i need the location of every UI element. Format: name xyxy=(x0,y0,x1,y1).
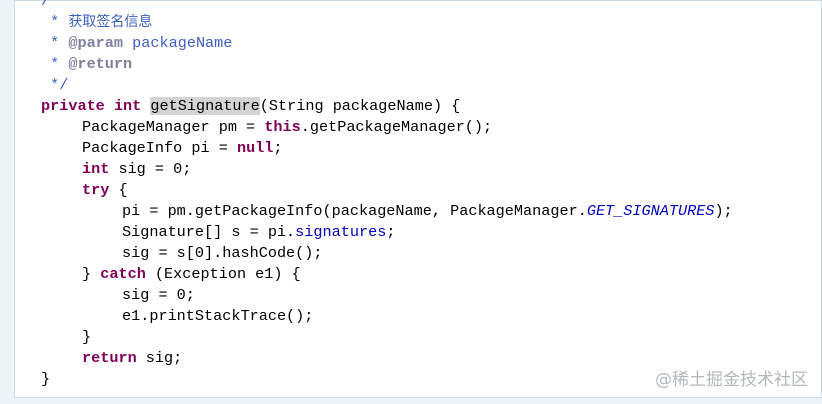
code-token: 获取签名信息 xyxy=(68,13,153,30)
code-token: } xyxy=(82,327,92,346)
code-token: sig; xyxy=(136,348,183,367)
code-token: int xyxy=(82,159,110,178)
code-line: */ xyxy=(41,75,68,96)
code-token: * xyxy=(41,33,69,52)
code-token: (Exception e1) { xyxy=(145,264,301,283)
code-token: @param xyxy=(68,33,124,52)
code-editor: /** * 获取签名信息 * @param packageName * @ret… xyxy=(14,0,822,398)
code-token: sig = 0; xyxy=(122,285,195,304)
code-token: int xyxy=(113,96,142,115)
code-line: int sig = 0; xyxy=(82,159,191,180)
code-token: ); xyxy=(714,201,733,220)
code-token: * xyxy=(41,12,69,31)
code-line: * @return xyxy=(41,54,132,75)
code-line: * @param packageName xyxy=(41,33,232,54)
code-line: pi = pm.getPackageInfo(packageName, Pack… xyxy=(122,201,733,222)
code-token: this xyxy=(264,117,301,136)
code-token: null xyxy=(236,138,274,157)
code-line: /** xyxy=(41,0,68,12)
code-token: Signature[] s = pi. xyxy=(122,222,296,241)
code-token: signatures xyxy=(295,222,387,241)
code-line: } catch (Exception e1) { xyxy=(82,264,301,285)
code-line: return sig; xyxy=(82,348,182,369)
code-line: } xyxy=(82,327,91,348)
code-token: PackageInfo pi = xyxy=(82,138,237,157)
code-token: PackageManager pm = xyxy=(82,117,265,136)
code-line: private int getSignature(String packageN… xyxy=(41,96,460,117)
code-line: PackageManager pm = this.getPackageManag… xyxy=(82,117,492,138)
code-token: private xyxy=(41,96,105,115)
code-line: * 获取签名信息 xyxy=(41,12,152,33)
code-token: { xyxy=(109,180,128,199)
code-token: */ xyxy=(41,75,69,94)
code-token: (String packageName) { xyxy=(259,96,461,115)
code-token: sig = 0; xyxy=(109,159,192,178)
code-token: getSignature xyxy=(150,96,260,115)
code-token: try xyxy=(82,180,110,199)
code-line: e1.printStackTrace(); xyxy=(122,306,313,327)
code-token: pi = pm.getPackageInfo(packageName, Pack… xyxy=(122,201,587,220)
watermark: @稀土掘金技术社区 xyxy=(655,370,808,390)
code-token: } xyxy=(82,264,101,283)
code-token: GET_SIGNATURES xyxy=(586,201,715,220)
code-token xyxy=(105,97,114,115)
code-line: sig = s[0].hashCode(); xyxy=(122,243,323,264)
code-line: } xyxy=(41,369,50,390)
code-token: ; xyxy=(273,138,283,157)
code-token: packageName xyxy=(123,33,233,52)
code-token: e1.printStackTrace(); xyxy=(122,306,314,325)
code-line: Signature[] s = pi.signatures; xyxy=(122,222,395,243)
code-token: ; xyxy=(386,222,396,241)
code-token: .getPackageManager(); xyxy=(300,117,493,136)
code-line: PackageInfo pi = null; xyxy=(82,138,283,159)
code-line: sig = 0; xyxy=(122,285,195,306)
code-token: * xyxy=(41,54,69,73)
code-line: try { xyxy=(82,180,128,201)
code-token: } xyxy=(41,369,51,388)
code-token: sig = s[0].hashCode(); xyxy=(122,243,323,262)
code-token: catch xyxy=(100,264,146,283)
code-token: @return xyxy=(68,54,133,73)
code-token: return xyxy=(82,348,137,367)
code-token: /** xyxy=(41,0,69,10)
